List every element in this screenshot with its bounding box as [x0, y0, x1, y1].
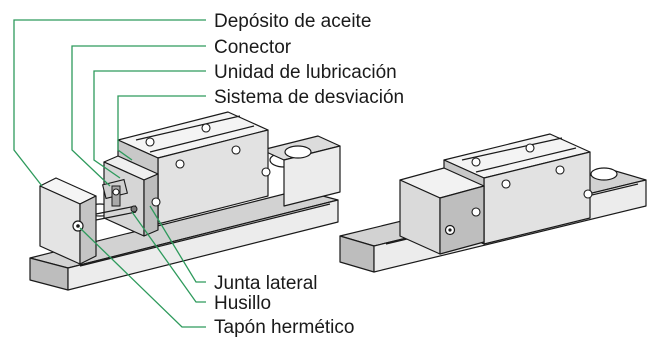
left-oil-reservoir [39, 177, 97, 265]
leader-deflection-system [117, 95, 206, 161]
left-block-screw-1 [145, 137, 155, 147]
leader-screw [131, 211, 206, 303]
label-side-seal: Junta lateral [214, 273, 318, 294]
leader-sealing-plug [79, 227, 206, 328]
leader-lines [13, 19, 206, 328]
label-connector: Conector [214, 37, 292, 58]
label-screw: Husillo [214, 293, 271, 314]
label-lubrication-unit: Unidad de lubricación [214, 62, 397, 83]
left-block-screw-4 [231, 145, 241, 155]
left-block-screw-2 [201, 123, 211, 133]
label-deflection-system: Sistema de desviación [214, 87, 404, 108]
left-assembly [29, 111, 341, 291]
right-end-cap [399, 167, 485, 255]
right-assembly [339, 133, 647, 273]
callout-labels: Depósito de aceite Conector Unidad de lu… [214, 11, 404, 337]
leader-connector [71, 45, 206, 187]
left-end-cap [103, 155, 271, 237]
label-oil-reservoir: Depósito de aceite [214, 11, 371, 32]
label-sealing-plug: Tapón hermético [214, 317, 354, 337]
leader-side-seal [149, 205, 206, 283]
leader-lubrication-unit [93, 70, 206, 179]
left-block-screw-3 [175, 159, 185, 169]
leader-oil-reservoir [13, 19, 206, 187]
